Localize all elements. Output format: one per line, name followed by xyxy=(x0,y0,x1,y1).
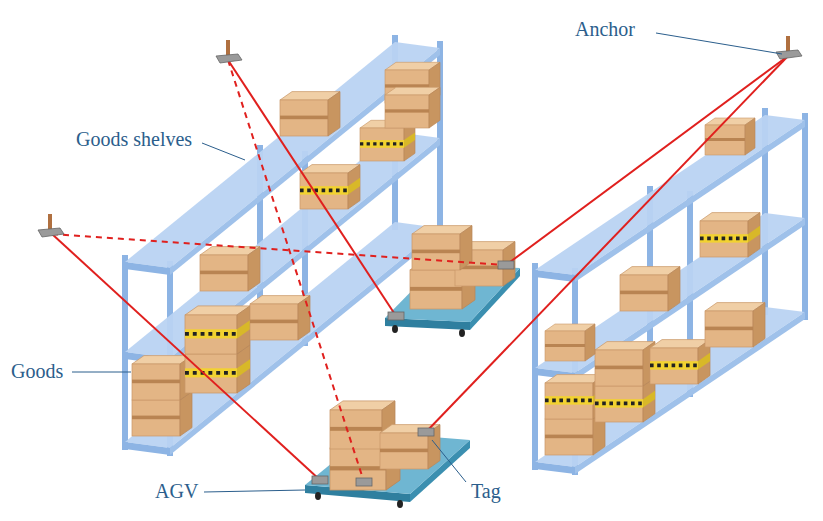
tag-label: Tag xyxy=(470,480,502,502)
shelf-posts xyxy=(122,35,443,456)
ranging-lines xyxy=(52,56,788,482)
agv-vehicle xyxy=(385,226,520,337)
leader-lines xyxy=(72,33,782,492)
goods-label: Goods xyxy=(10,360,64,382)
agv-label: AGV xyxy=(154,480,199,502)
agv-vehicle xyxy=(305,401,470,508)
uwb-anchors xyxy=(38,36,802,237)
label-text: Goods shelves xyxy=(75,128,193,150)
shelves-label: Goods shelves xyxy=(75,128,193,150)
label-text: AGV xyxy=(154,480,199,502)
shelf-posts xyxy=(532,108,808,475)
label-text: Tag xyxy=(470,480,502,502)
goods-boxes xyxy=(545,118,765,455)
uwb-tags xyxy=(312,261,514,486)
label-text: Anchor xyxy=(574,18,636,40)
shelf-planks xyxy=(535,115,805,474)
anchor-label: Anchor xyxy=(574,18,636,40)
label-text: Goods xyxy=(10,360,64,382)
shelf-planks xyxy=(125,42,440,455)
